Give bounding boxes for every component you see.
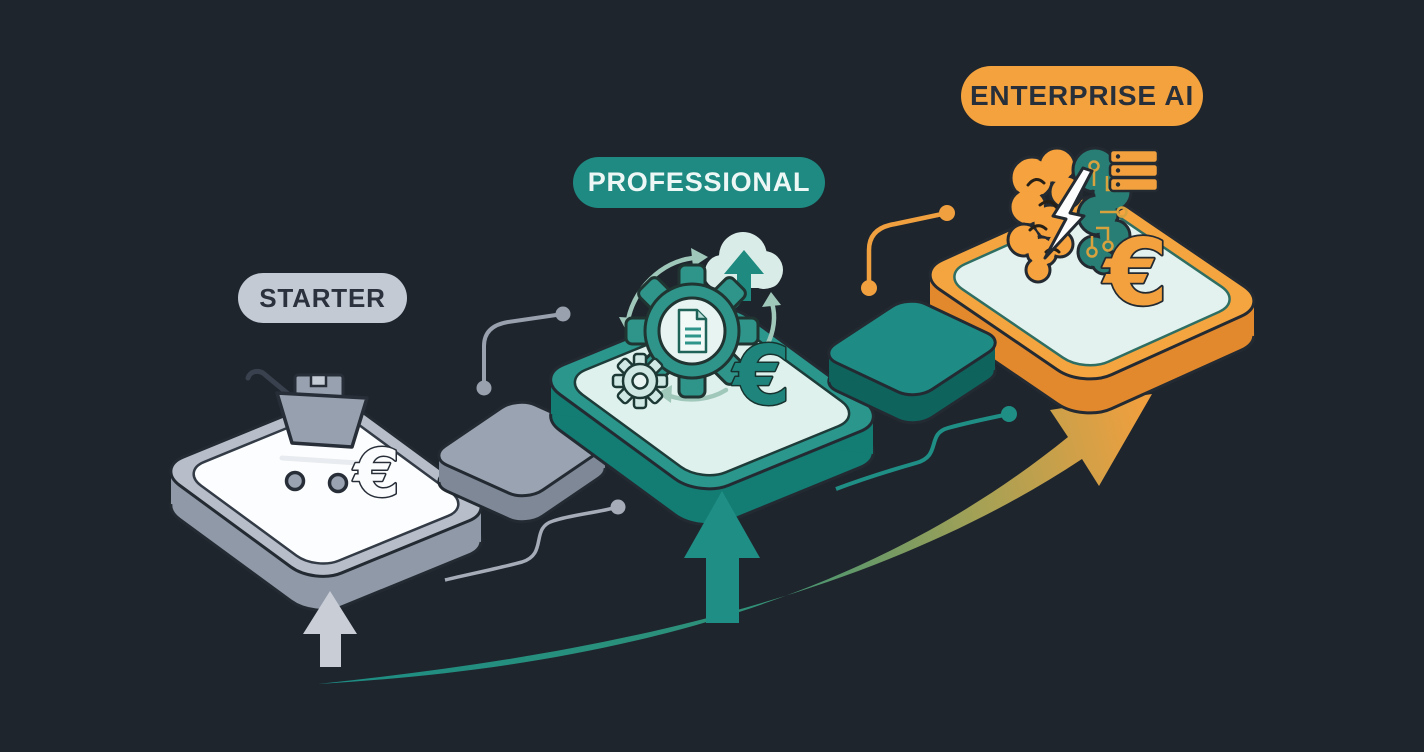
starter-badge-label: STARTER xyxy=(259,282,386,313)
euro-sign-professional: € xyxy=(731,329,790,424)
professional-badge: PROFESSIONAL xyxy=(573,157,825,208)
growth-arrow xyxy=(318,394,1152,684)
connector-gray-elbow xyxy=(476,306,571,396)
server-stack-icon xyxy=(1108,148,1160,193)
small-gear-icon xyxy=(611,352,669,410)
package-box-icon xyxy=(309,373,328,388)
platform-starter xyxy=(156,394,496,618)
up-arrow-professional xyxy=(684,491,760,623)
shopping-cart-icon xyxy=(245,368,369,494)
connector-teal-trace xyxy=(835,406,1017,491)
gear-document-icon xyxy=(624,263,760,399)
stepping-stone-1 xyxy=(429,397,615,527)
connector-orange-elbow xyxy=(861,205,955,296)
euro-sign-starter: € xyxy=(352,435,400,512)
connector-gray-curve xyxy=(444,499,626,582)
enterprise-badge: ENTERPRISE AI xyxy=(961,66,1203,126)
starter-badge: STARTER xyxy=(238,273,407,323)
euro-sign-enterprise: € xyxy=(1102,219,1168,326)
professional-badge-label: PROFESSIONAL xyxy=(587,167,811,197)
stepping-stone-2 xyxy=(819,296,1005,428)
up-arrow-starter xyxy=(303,591,357,667)
enterprise-badge-label: ENTERPRISE AI xyxy=(969,80,1195,111)
document-icon xyxy=(677,308,708,354)
lightning-bolt-icon xyxy=(1043,166,1094,260)
